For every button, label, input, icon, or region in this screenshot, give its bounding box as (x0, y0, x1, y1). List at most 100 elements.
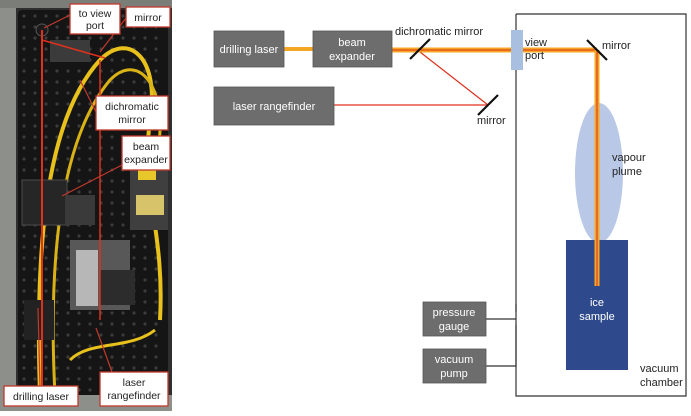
breadboard-hole (55, 91, 59, 95)
vapour-plume-label: vapour (612, 152, 646, 164)
rangefinder-body (76, 250, 98, 306)
breadboard-hole (110, 333, 114, 337)
breadboard-hole (66, 157, 70, 161)
photo-frame-left (0, 0, 16, 411)
breadboard-hole (22, 366, 26, 370)
breadboard-hole (55, 168, 59, 172)
breadboard-hole (22, 267, 26, 271)
breadboard-hole (143, 36, 147, 40)
breadboard-hole (66, 245, 70, 249)
breadboard-hole (22, 113, 26, 117)
photo-beam-mirror (41, 39, 106, 59)
breadboard-hole (121, 14, 125, 18)
fibre-cable (68, 328, 156, 362)
breadboard-hole (143, 355, 147, 359)
breadboard-hole (88, 190, 92, 194)
callout-beam-expander: beam expander (121, 135, 171, 171)
breadboard-hole (44, 102, 48, 106)
breadboard-hole (110, 179, 114, 183)
laser-label-sticker (136, 195, 164, 215)
breadboard-hole (44, 377, 48, 381)
breadboard-hole (66, 289, 70, 293)
breadboard-hole (121, 344, 125, 348)
callout-text: mirror (134, 12, 162, 24)
breadboard-hole (110, 201, 114, 205)
breadboard-hole (154, 47, 158, 51)
box-label: pressure (433, 307, 476, 319)
breadboard-hole (110, 234, 114, 238)
box-label: laser rangefinder (233, 101, 316, 113)
breadboard-hole (33, 256, 37, 260)
breadboard-hole (66, 256, 70, 260)
breadboard-hole (132, 344, 136, 348)
breadboard-hole (77, 102, 81, 106)
breadboard-hole (66, 355, 70, 359)
breadboard-hole (132, 245, 136, 249)
breadboard-hole (77, 366, 81, 370)
breadboard-hole (154, 300, 158, 304)
box-label: expander (329, 51, 375, 63)
breadboard-hole (77, 190, 81, 194)
breadboard-hole (33, 80, 37, 84)
box-label: drilling laser (220, 44, 279, 56)
callout-text: port (86, 20, 104, 32)
dichromatic-mirror-label: dichromatic mirror (395, 26, 483, 38)
breadboard-hole (55, 278, 59, 282)
breadboard-hole (66, 36, 70, 40)
breadboard-hole (33, 69, 37, 73)
breadboard-hole (77, 179, 81, 183)
breadboard-hole (99, 36, 103, 40)
breadboard-hole (55, 300, 59, 304)
breadboard-hole (77, 344, 81, 348)
breadboard-hole (121, 58, 125, 62)
breadboard-hole (66, 25, 70, 29)
drilling-laser-box: drilling laser (213, 30, 285, 68)
breadboard-hole (33, 366, 37, 370)
breadboard-hole (121, 80, 125, 84)
breadboard-hole (55, 102, 59, 106)
breadboard-hole (132, 58, 136, 62)
ice-sample-label: ice (590, 297, 604, 309)
breadboard-hole (22, 102, 26, 106)
breadboard-hole (132, 256, 136, 260)
breadboard-hole (132, 355, 136, 359)
breadboard-hole (88, 366, 92, 370)
breadboard-hole (143, 267, 147, 271)
breadboard-hole (22, 234, 26, 238)
breadboard-hole (22, 69, 26, 73)
breadboard-hole (154, 267, 158, 271)
optic-mount (65, 195, 95, 225)
breadboard-hole (55, 69, 59, 73)
breadboard-hole (33, 234, 37, 238)
breadboard-hole (88, 311, 92, 315)
breadboard-hole (22, 256, 26, 260)
breadboard-hole (66, 135, 70, 139)
breadboard-hole (121, 311, 125, 315)
breadboard-hole (22, 91, 26, 95)
breadboard-hole (110, 157, 114, 161)
lower-mirror-label: mirror (477, 115, 506, 127)
callout-leader-drilling-laser (37, 307, 41, 387)
breadboard-hole (154, 311, 158, 315)
breadboard-hole (22, 124, 26, 128)
breadboard-hole (33, 245, 37, 249)
callout-text: laser (123, 377, 146, 389)
breadboard-hole (110, 355, 114, 359)
breadboard-hole (22, 14, 26, 18)
breadboard-hole (33, 36, 37, 40)
breadboard-hole (121, 355, 125, 359)
callout-drilling-laser: drilling laser (3, 385, 79, 407)
breadboard-hole (143, 366, 147, 370)
breadboard-hole (55, 333, 59, 337)
breadboard-hole (33, 267, 37, 271)
breadboard-hole (66, 267, 70, 271)
breadboard-hole (121, 25, 125, 29)
breadboard-hole (77, 113, 81, 117)
breadboard-hole (121, 36, 125, 40)
box-label: beam (338, 37, 366, 49)
callout-text: rangefinder (107, 390, 161, 402)
breadboard-hole (22, 25, 26, 29)
breadboard-hole (66, 234, 70, 238)
breadboard-hole (66, 91, 70, 95)
breadboard-hole (44, 80, 48, 84)
